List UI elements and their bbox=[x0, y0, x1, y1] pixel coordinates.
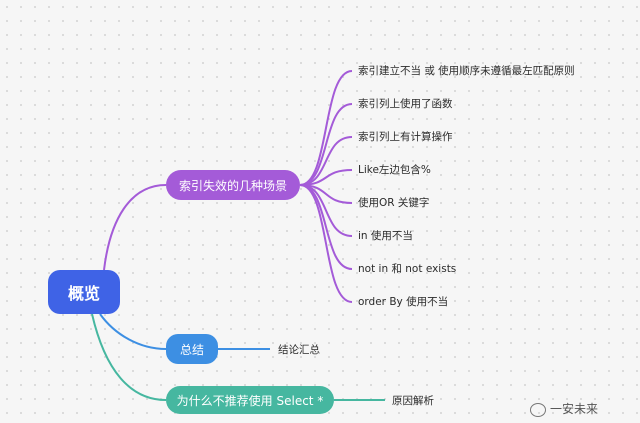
branch-node-summary[interactable]: 总结 bbox=[166, 334, 218, 364]
branch-node-index-failure[interactable]: 索引失效的几种场景 bbox=[166, 170, 300, 200]
leaf-item[interactable]: 索引列上有计算操作 bbox=[358, 131, 453, 143]
leaf-link bbox=[299, 184, 353, 270]
link-root-b2 bbox=[99, 313, 167, 350]
branch-node-select-star[interactable]: 为什么不推荐使用 Select * bbox=[166, 386, 334, 414]
leaf-item[interactable]: 结论汇总 bbox=[278, 344, 320, 356]
leaf-item[interactable]: 索引建立不当 或 使用顺序未遵循最左匹配原则 bbox=[358, 65, 575, 77]
watermark: 一安未来 bbox=[530, 400, 598, 417]
leaf-link bbox=[299, 70, 353, 186]
leaf-item[interactable]: Like左边包含% bbox=[358, 164, 431, 176]
leaf-item[interactable]: not in 和 not exists bbox=[358, 263, 457, 275]
leaf-item[interactable]: order By 使用不当 bbox=[358, 296, 449, 308]
leaf-item[interactable]: in 使用不当 bbox=[358, 230, 413, 242]
leaf-link bbox=[299, 103, 353, 186]
wechat-icon bbox=[530, 402, 546, 417]
leaf-item[interactable]: 原因解析 bbox=[392, 395, 434, 407]
link-root-b3 bbox=[91, 313, 167, 401]
link-root-b1 bbox=[103, 184, 167, 271]
leaf-link bbox=[299, 136, 353, 186]
branch-1-leaf-links bbox=[299, 70, 353, 303]
root-node[interactable]: 概览 bbox=[48, 270, 120, 314]
leaf-link bbox=[299, 184, 353, 303]
leaf-item[interactable]: 索引列上使用了函数 bbox=[358, 98, 453, 110]
leaf-item[interactable]: 使用OR 关键字 bbox=[358, 197, 430, 209]
watermark-text: 一安未来 bbox=[550, 402, 599, 416]
